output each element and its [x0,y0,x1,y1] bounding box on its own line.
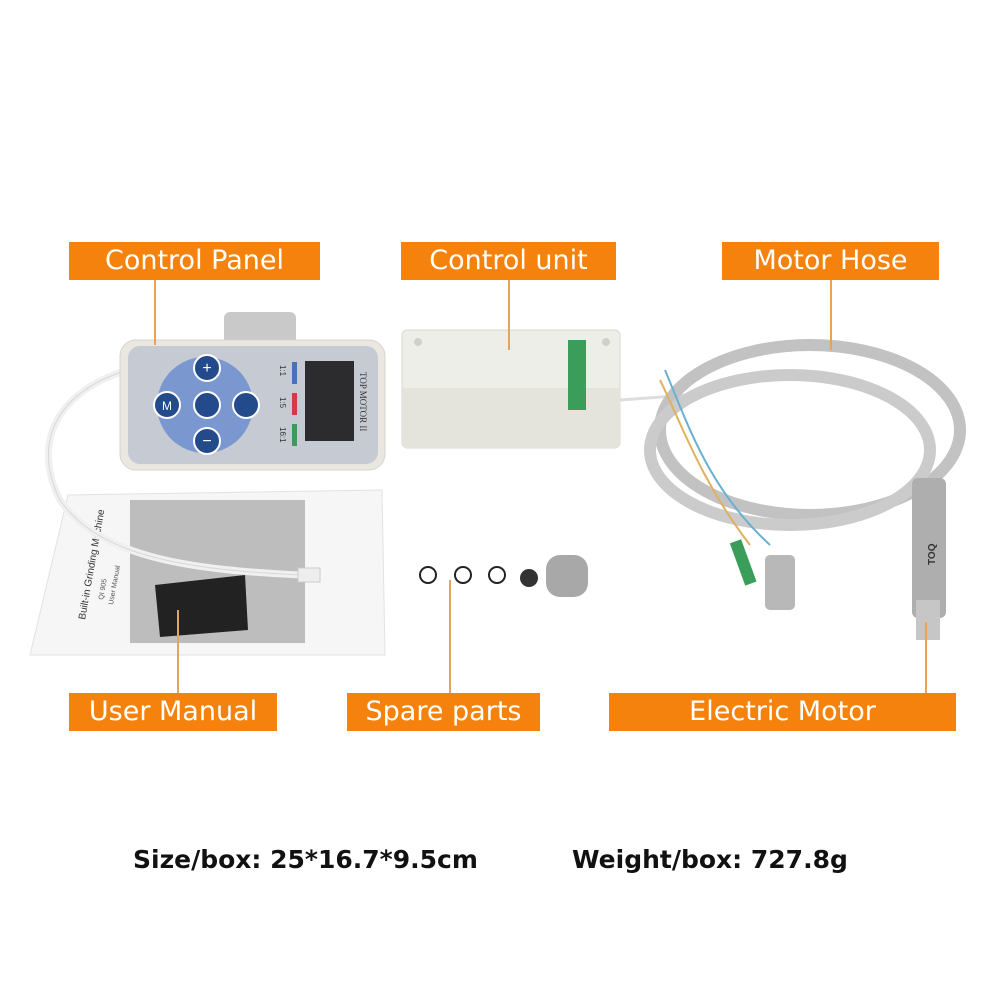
rubber-plug [520,569,538,587]
motor-hose-coil [644,339,966,591]
gear-button-icon [232,391,260,419]
manual-model: QI 905 [98,578,109,600]
leader-spare-parts [449,580,451,693]
user-manual-booklet: Built-in Grinding Machine QI 905 User Ma… [29,489,386,656]
label-motor-hose: Motor Hose [722,242,939,280]
ratio-1-label: 1:1 [278,365,287,377]
ratio-3-label: 16:1 [278,427,287,443]
plus-button-icon [193,354,221,382]
leader-motor-hose [830,280,832,350]
manual-photo-panel [155,575,248,637]
electric-motor: TOQ [912,478,946,640]
o-ring [454,566,472,584]
brand-text: TOP MOTOR II [358,372,368,431]
motor-brand-text: TOQ [927,543,938,565]
leader-electric-motor [925,622,927,693]
minus-button-icon [193,427,221,455]
svg-text:M: M [162,399,172,413]
control-unit-box [401,329,691,449]
leader-control-unit [508,280,510,350]
green-connector [729,539,757,586]
ratio-2-label: 1:5 [278,397,287,409]
label-spare-parts: Spare parts [347,693,540,731]
o-ring [419,566,437,584]
label-electric-motor: Electric Motor [609,693,956,731]
control-panel-device: + − M 1:1 1:5 16:1 TOP MOTOR II [119,312,386,471]
cable-connector [297,567,321,583]
label-user-manual: User Manual [69,693,277,731]
lcd-screen [305,361,354,441]
o-ring [488,566,506,584]
label-control-unit: Control unit [401,242,616,280]
leader-control-panel [154,280,156,345]
metal-cap [546,555,588,597]
weight-spec: Weight/box: 727.8g [572,845,848,874]
size-spec: Size/box: 25*16.7*9.5cm [133,845,478,874]
spare-parts [419,555,588,597]
svg-text:−: − [202,433,211,450]
label-control-panel: Control Panel [69,242,320,280]
mode-button-icon [153,391,181,419]
terminal-block [568,340,586,410]
power-button-icon [193,391,221,419]
leader-user-manual [177,610,179,693]
hose-coupling [765,555,795,610]
svg-text:+: + [202,360,211,377]
